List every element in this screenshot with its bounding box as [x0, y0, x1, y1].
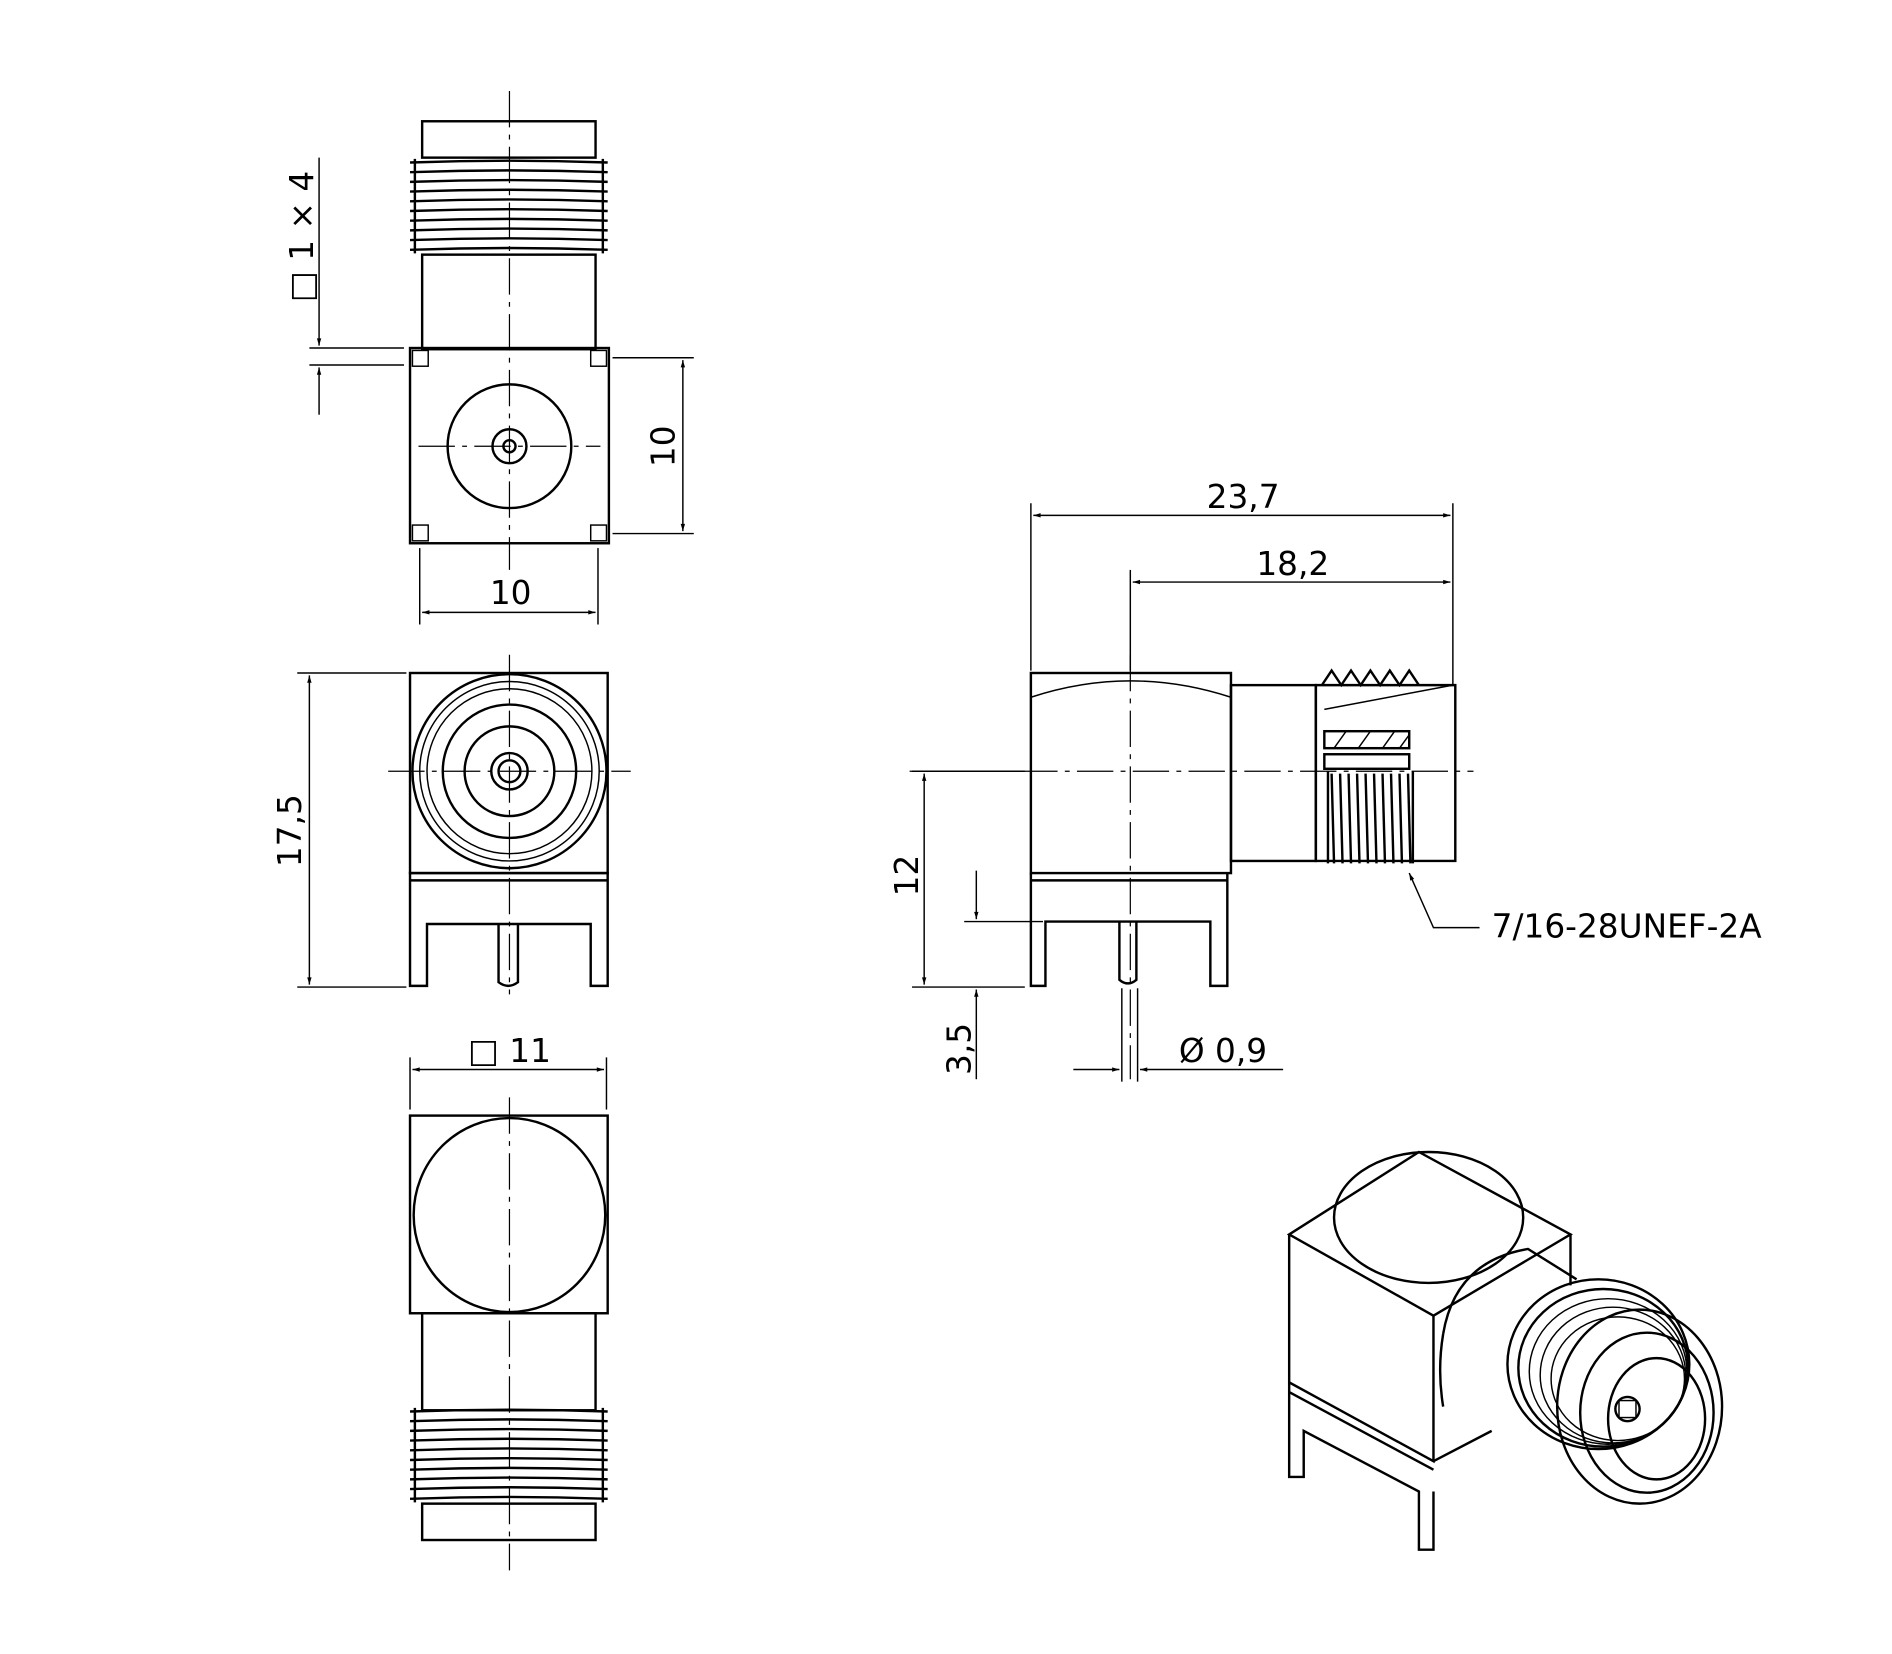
- isometric-view: [1286, 1150, 1724, 1551]
- thread-line: [1355, 773, 1361, 864]
- thread-line: [409, 246, 608, 252]
- thread-line: [409, 1418, 608, 1423]
- dim-flange-height: 10: [644, 425, 682, 467]
- thread-line: [409, 1447, 608, 1452]
- thread-line: [409, 1486, 608, 1491]
- thread-line: [1330, 773, 1336, 864]
- thread-line: [409, 217, 608, 222]
- thread-line: [409, 178, 608, 184]
- thread-line: [1347, 773, 1353, 864]
- thread-outline: [413, 1407, 605, 1503]
- thread-line: [409, 1408, 608, 1413]
- dim-body-square: □ 11: [468, 1032, 551, 1070]
- dim-pin-length: 3,5: [940, 1023, 978, 1075]
- dim-center-height: 12: [888, 855, 926, 897]
- thread-line: [409, 169, 608, 174]
- top-view: 10 10 □ 1 × 4: [283, 90, 694, 625]
- thread-line: [1338, 773, 1344, 864]
- thread-line: [409, 1456, 608, 1462]
- thread-line: [409, 1427, 608, 1433]
- thread-line: [1406, 773, 1412, 864]
- thread-callout: 7/16-28UNEF-2A: [1492, 907, 1763, 945]
- thread-line: [409, 1437, 608, 1442]
- thread-line: [409, 1495, 608, 1500]
- side-view: 23,7 18,2 12 3,5 Ø 0,9 7: [888, 478, 1762, 1082]
- thread-line: [409, 1476, 608, 1481]
- thread-line: [1381, 773, 1387, 864]
- thread-line: [409, 227, 608, 232]
- thread-line: [1372, 773, 1378, 864]
- dim-overall-height: 17,5: [271, 794, 309, 867]
- thread-outline: [413, 158, 605, 254]
- dim-pad-size: □ 1 × 4: [283, 171, 321, 302]
- thread-line: [1398, 773, 1404, 864]
- thread-line: [1364, 773, 1370, 864]
- dim-overall-length: 23,7: [1207, 478, 1280, 516]
- front-view: 17,5: [271, 654, 631, 995]
- bottom-view: □ 11: [408, 1032, 609, 1571]
- thread-line: [409, 207, 608, 213]
- thread-line: [409, 159, 608, 164]
- dim-flange-width: 10: [490, 574, 532, 612]
- thread-line: [409, 237, 608, 242]
- thread-line: [409, 198, 608, 203]
- thread-line: [1389, 773, 1395, 864]
- thread-line: [409, 1466, 608, 1471]
- thread-line: [409, 188, 608, 193]
- dim-pin-diameter: Ø 0,9: [1179, 1032, 1267, 1070]
- dim-center-to-end: 18,2: [1256, 545, 1329, 583]
